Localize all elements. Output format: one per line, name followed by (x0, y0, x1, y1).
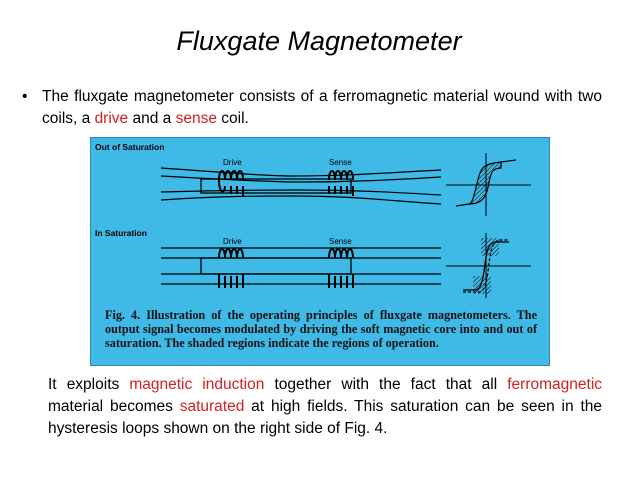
sense-label-top: Sense (329, 158, 352, 167)
explanation-text-2: together with the fact that all (264, 376, 508, 393)
bullet-text: The fluxgate magnetometer consists of a … (42, 86, 602, 130)
explanation-text-1: It exploits (48, 376, 130, 393)
term-saturated: saturated (179, 398, 245, 415)
drive-label-bottom: Drive (223, 237, 242, 246)
hysteresis-loop-unsaturated (446, 153, 531, 216)
bullet-text-post: coil. (216, 110, 249, 127)
label-in-saturation: In Saturation (95, 228, 147, 238)
drive-label-top: Drive (223, 158, 242, 167)
coil-assembly-saturated: Drive Sense (161, 237, 441, 288)
label-out-of-saturation: Out of Saturation (95, 142, 164, 152)
explanation-text-3: material becomes (48, 398, 180, 415)
explanation-paragraph: It exploits magnetic induction together … (48, 374, 602, 440)
bullet-symbol: • (22, 88, 28, 105)
slide-title: Fluxgate Magnetometer (176, 26, 462, 56)
bullet-point: • The fluxgate magnetometer consists of … (22, 86, 602, 130)
term-magnetic-induction: magnetic induction (129, 376, 265, 393)
sense-word: sense (175, 110, 217, 127)
drive-word: drive (94, 110, 129, 127)
fluxgate-figure: Out of Saturation In Saturation Drive Se… (90, 137, 550, 366)
fluxgate-diagram: Out of Saturation In Saturation Drive Se… (95, 142, 531, 298)
term-ferromagnetic: ferromagnetic (507, 376, 603, 393)
sense-label-bottom: Sense (329, 237, 352, 246)
bullet-text-mid: and a (128, 110, 176, 127)
figure-caption: Fig. 4. Illustration of the operating pr… (105, 308, 537, 350)
hysteresis-loop-saturated (446, 233, 531, 298)
coil-assembly-unsaturated: Drive Sense (160, 158, 442, 205)
explanation-text-4: at high fields. This saturation can be s… (48, 398, 602, 437)
bullet-text-pre: The fluxgate magnetometer consists of a … (42, 88, 602, 127)
